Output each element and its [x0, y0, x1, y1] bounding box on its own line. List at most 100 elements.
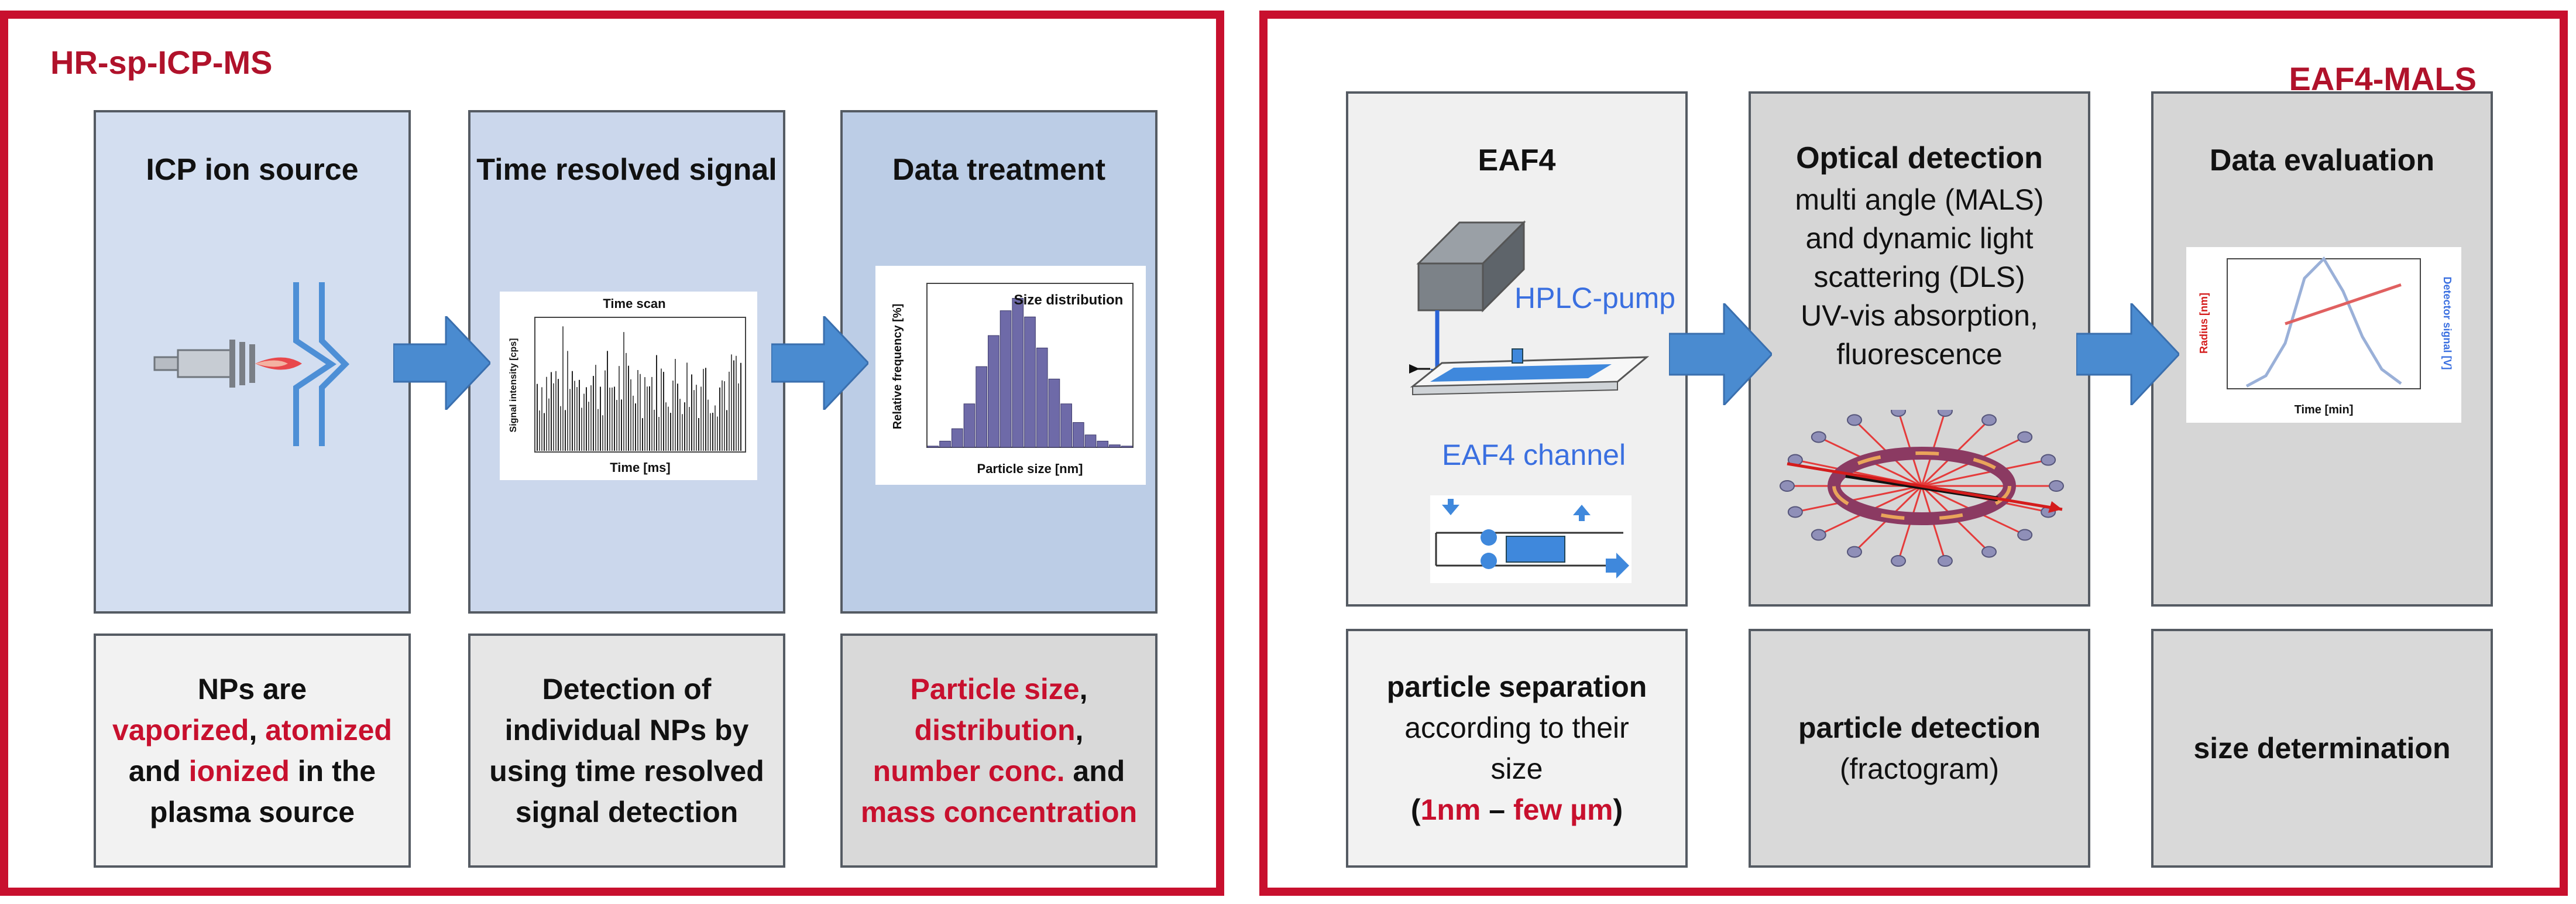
data-treatment-title: Data treatment [892, 153, 1106, 187]
time-scan-chart: Time scan Time [ms] Signal intensity [cp… [500, 292, 757, 480]
desc-line: according to their [1404, 711, 1629, 744]
arrow-right-icon [393, 316, 490, 410]
eaf4-title: EAF4 [1478, 143, 1556, 177]
desc-line: (1nm – few µm) [1387, 789, 1647, 830]
mals-detector [2049, 480, 2064, 492]
eaf4-flow-scheme [1430, 495, 1632, 583]
size-distribution-bar [951, 428, 963, 448]
desc-line: (fractogram) [1839, 752, 2000, 785]
eaf4-channel-illustration [1409, 220, 1650, 396]
mals-detector [1811, 431, 1826, 443]
highlight-text: distribution [914, 714, 1076, 747]
data-treatment-description: Particle size, distribution, number conc… [840, 634, 1158, 868]
optical-detection-title: Optical detection [1796, 141, 2043, 175]
hplc-pump-label: HPLC-pump [1514, 282, 1676, 314]
desc-line: particle detection [1798, 711, 2041, 744]
desc-line: size [1490, 752, 1543, 785]
mals-detector [1847, 414, 1862, 426]
time-scan-xlabel: Time [ms] [610, 460, 671, 475]
eaf4-box: EAF4 HPLC-pump EAF4 channel [1346, 91, 1688, 607]
ocd-line: multi angle (MALS) [1795, 183, 2044, 216]
desc-line: Particle size, [861, 669, 1137, 710]
desc-line: size determination [2193, 732, 2451, 765]
arrow-right-icon [1669, 303, 1772, 405]
ocd-line: fluorescence [1836, 338, 2003, 371]
time-resolved-signal-box: Time resolved signal Time scan Time [ms]… [468, 110, 785, 614]
size-distribution-bar [1024, 316, 1036, 448]
size-distribution-bar [1048, 378, 1060, 448]
eaf4-channel-label: EAF4 channel [1442, 439, 1626, 471]
data-treatment-box: Data treatment Size distribution Particl… [840, 110, 1158, 614]
desc-line: plasma source [149, 796, 355, 828]
radius-curve [2285, 283, 2402, 326]
icp-ion-source-box: ICP ion source [94, 110, 411, 614]
time-scan-ylabel: Signal intensity [cps] [509, 338, 518, 433]
fractogram-xlabel: Time [min] [2295, 403, 2354, 416]
desc-text: and [128, 755, 189, 787]
desc-line: individual NPs by [504, 714, 749, 747]
eaf4-description: particle separation according to their s… [1346, 629, 1688, 868]
size-distribution-bar [1012, 297, 1024, 448]
desc-text: and [1064, 755, 1125, 787]
highlight-text: vaporized [112, 714, 249, 747]
highlight-text: few µm [1513, 793, 1613, 826]
mals-detector [1891, 410, 1907, 417]
size-distribution-bar [988, 335, 1000, 448]
highlight-text: ionized [188, 755, 290, 787]
scattering-ray [1921, 459, 2049, 487]
mals-detector [1981, 546, 1997, 558]
highlight-text: atomized [265, 714, 392, 747]
highlight-text: Particle size [910, 673, 1080, 706]
optical-detection-description: particle detection (fractogram) [1749, 629, 2090, 868]
desc-line: particle separation [1386, 670, 1647, 703]
data-evaluation-description: size determination [2151, 629, 2493, 868]
desc-text: – [1481, 793, 1513, 826]
desc-text: , [1079, 673, 1088, 706]
mals-detector [1811, 529, 1826, 541]
desc-text: in the [289, 755, 376, 787]
desc-line: and ionized in the [112, 751, 392, 792]
data-evaluation-title: Data evaluation [2209, 143, 2435, 177]
desc-text: ( [1410, 793, 1421, 826]
desc-text: , [1075, 714, 1084, 747]
size-distribution-bar [1084, 434, 1097, 448]
desc-line: Detection of [542, 673, 712, 706]
size-distribution-bar [1060, 403, 1072, 448]
optical-detection-text: multi angle (MALS) and dynamic light sca… [1751, 180, 2088, 374]
desc-text: ) [1613, 793, 1623, 826]
size-distribution-chart: Size distribution Particle size [nm] Rel… [875, 266, 1146, 485]
size-distribution-bar [976, 366, 988, 448]
desc-line: NPs are [197, 673, 307, 706]
time-scan-signal-series [537, 326, 741, 451]
ocd-line: UV-vis absorption, [1801, 299, 2038, 332]
ocd-line: scattering (DLS) [1813, 261, 2025, 293]
fractogram-chart: Time [min] Radius [nm] Detector signal [… [2186, 247, 2461, 423]
mals-detector [1981, 414, 1997, 426]
mals-detector-ring-illustration [1780, 410, 2064, 567]
fractogram-ylabel-right: Detector signal [V] [2441, 276, 2453, 369]
desc-line: vaporized, atomized [112, 710, 392, 751]
size-distribution-bar [927, 446, 939, 448]
size-distribution-bar [1097, 440, 1109, 448]
mals-detector [1937, 410, 1953, 417]
size-distribution-bar [1036, 347, 1048, 448]
size-distribution-ylabel: Relative frequency [%] [891, 304, 904, 430]
desc-line: signal detection [515, 796, 739, 828]
right-panel-title: EAF4-MALS [2289, 60, 2477, 97]
arrow-right-icon [2076, 303, 2179, 405]
detector-signal-curve [2245, 256, 2402, 388]
desc-line: using time resolved [489, 755, 764, 787]
icp-ion-source-title: ICP ion source [146, 153, 359, 187]
size-distribution-bar [1121, 446, 1133, 448]
size-distribution-bar [1109, 444, 1121, 448]
size-distribution-bar [1000, 310, 1012, 448]
size-distribution-bar [1072, 422, 1084, 448]
time-resolved-signal-title: Time resolved signal [476, 153, 777, 187]
size-distribution-title: Size distribution [1014, 292, 1124, 308]
mals-detector [2041, 454, 2056, 466]
optical-detection-box: Optical detection multi angle (MALS) and… [1749, 91, 2090, 607]
mals-detector [1847, 546, 1862, 558]
fractogram-ylabel-left: Radius [nm] [2198, 293, 2210, 354]
left-panel-title: HR-sp-ICP-MS [50, 44, 273, 81]
size-distribution-series [927, 297, 1133, 448]
